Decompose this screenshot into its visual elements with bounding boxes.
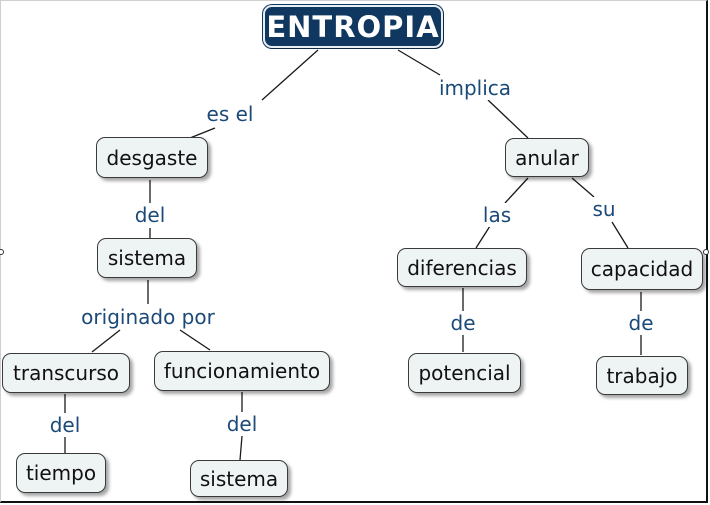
concept-label: sistema	[107, 246, 187, 270]
resize-handle-left[interactable]	[0, 249, 4, 255]
root-concept[interactable]: ENTROPIA	[263, 5, 443, 48]
connector	[487, 99, 529, 139]
connector	[91, 329, 121, 353]
concept-label: potencial	[418, 361, 511, 385]
concept-anular[interactable]: anular	[505, 138, 589, 177]
concept-label: capacidad	[590, 257, 694, 281]
concept-diferencias[interactable]: diferencias	[397, 248, 527, 287]
concept-capacidad[interactable]: capacidad	[581, 248, 703, 290]
connector	[261, 49, 319, 101]
link-label-es-el: es el	[203, 102, 257, 126]
resize-handle-right[interactable]	[703, 249, 709, 255]
link-label-las: las	[479, 203, 515, 227]
concept-label: funcionamiento	[163, 359, 321, 383]
link-label-del: del	[131, 203, 169, 227]
link-label-de: de	[625, 311, 657, 335]
concept-trabajo[interactable]: trabajo	[596, 356, 688, 395]
concept-label: anular	[515, 145, 579, 170]
connector	[504, 177, 529, 204]
link-label-su: su	[589, 197, 619, 221]
concept-label: trabajo	[606, 363, 678, 388]
concept-funcionamiento[interactable]: funcionamiento	[154, 351, 330, 391]
link-label-del: del	[46, 413, 84, 437]
connector	[239, 435, 243, 461]
connector	[397, 49, 441, 76]
connector	[475, 225, 491, 249]
concept-sistema[interactable]: sistema	[97, 238, 197, 278]
link-label-originado-por: originado por	[78, 305, 218, 329]
root-concept-label: ENTROPIA	[266, 9, 440, 44]
concept-desgaste[interactable]: desgaste	[96, 137, 208, 178]
concept-label: sistema	[199, 466, 279, 491]
concept-tiempo[interactable]: tiempo	[16, 453, 106, 493]
connector	[179, 329, 211, 351]
concept-label: desgaste	[106, 145, 198, 170]
concept-label: tiempo	[25, 461, 97, 485]
link-label-de: de	[447, 311, 479, 335]
concept-label: transcurso	[13, 361, 119, 385]
connector	[189, 127, 216, 139]
concept-sistema[interactable]: sistema	[190, 460, 288, 497]
concept-potencial[interactable]: potencial	[408, 353, 521, 393]
connector	[611, 221, 629, 249]
concept-label: diferencias	[407, 255, 517, 280]
concept-transcurso[interactable]: transcurso	[2, 353, 130, 393]
connector	[571, 177, 595, 198]
link-label-del: del	[223, 412, 261, 436]
link-label-implica: implica	[435, 76, 515, 100]
